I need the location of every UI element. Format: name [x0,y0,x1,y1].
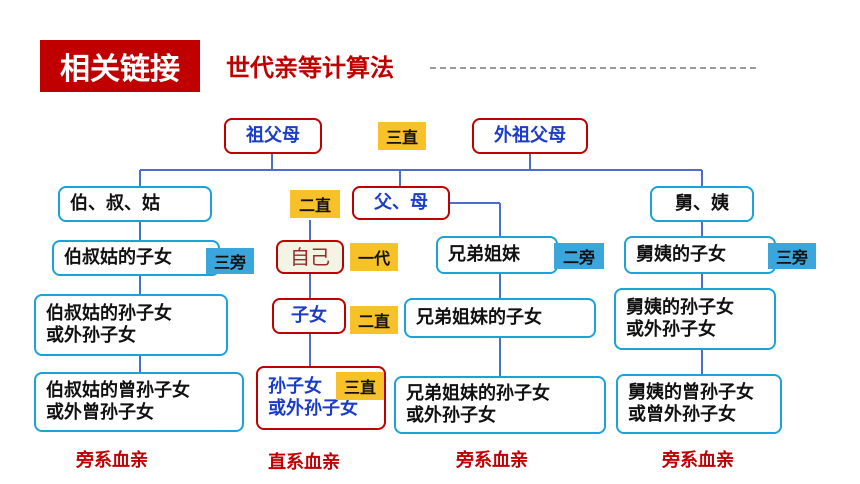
node-label: 伯叔姑的子女 [64,247,172,269]
footer-label-collateral: 旁系血亲 [456,450,528,471]
maternal-cousin-grandchildren-node: 舅姨的孙子女 或外孙子女 [614,288,776,350]
degree-tag: 三旁 [768,243,816,269]
node-label: 孙子女 或外孙子女 [268,376,358,419]
node-label: 舅姨的子女 [636,244,726,266]
nephews-nieces-node: 兄弟姐妹的子女 [404,298,596,338]
parents-node: 父、母 [352,186,450,220]
node-label: 伯叔姑的孙子女 或外孙子女 [46,303,172,346]
node-label: 自己 [290,245,330,269]
uncles-aunts-node: 伯、叔、姑 [58,186,212,222]
footer-label-collateral: 旁系血亲 [662,450,734,471]
degree-tag: 三旁 [206,248,254,274]
node-label: 兄弟姐妹的子女 [416,307,542,329]
title-divider [430,67,756,69]
degree-tag: 三直 [378,122,426,150]
footer-label-lineal: 直系血亲 [268,452,340,473]
degree-tag: 二直 [290,190,340,218]
maternal-uncles-aunts-node: 舅、姨 [650,186,754,222]
cousin-great-grandchildren-node: 伯叔姑的曾孙子女 或外曾孙子女 [34,372,244,432]
maternal-grandparents-node: 外祖父母 [472,118,588,154]
sibling-grandchildren-node: 兄弟姐妹的孙子女 或外孙子女 [394,376,606,434]
node-label: 兄弟姐妹的孙子女 或外孙子女 [406,383,550,426]
node-label: 子女 [291,305,327,327]
node-label: 舅姨的曾孙子女 或曾外孙子女 [628,382,754,425]
self-node: 自己 [276,240,344,274]
node-label: 父、母 [374,192,428,214]
degree-tag: 一代 [350,243,398,271]
footer-label-collateral: 旁系血亲 [76,450,148,471]
section-title: 世代亲等计算法 [226,54,394,82]
children-node: 子女 [272,298,346,334]
node-label: 兄弟姐妹 [448,244,520,266]
siblings-node: 兄弟姐妹 [436,236,558,274]
node-label: 舅、姨 [675,193,729,215]
node-label: 伯、叔、姑 [70,193,160,215]
degree-tag: 二旁 [554,243,604,269]
maternal-cousins-node: 舅姨的子女 [624,236,776,274]
node-label: 伯叔姑的曾孙子女 或外曾孙子女 [46,380,190,423]
node-label: 祖父母 [246,125,300,147]
cousin-grandchildren-node: 伯叔姑的孙子女 或外孙子女 [34,294,228,356]
degree-tag: 三直 [336,372,384,400]
cousins-node: 伯叔姑的子女 [52,240,220,276]
degree-tag: 二直 [350,306,398,334]
maternal-great-grandchildren-node: 舅姨的曾孙子女 或曾外孙子女 [616,374,782,434]
node-label: 舅姨的孙子女 或外孙子女 [626,297,734,340]
grandparents-node: 祖父母 [224,118,322,154]
node-label: 外祖父母 [494,125,566,147]
header-badge: 相关链接 [40,40,200,92]
